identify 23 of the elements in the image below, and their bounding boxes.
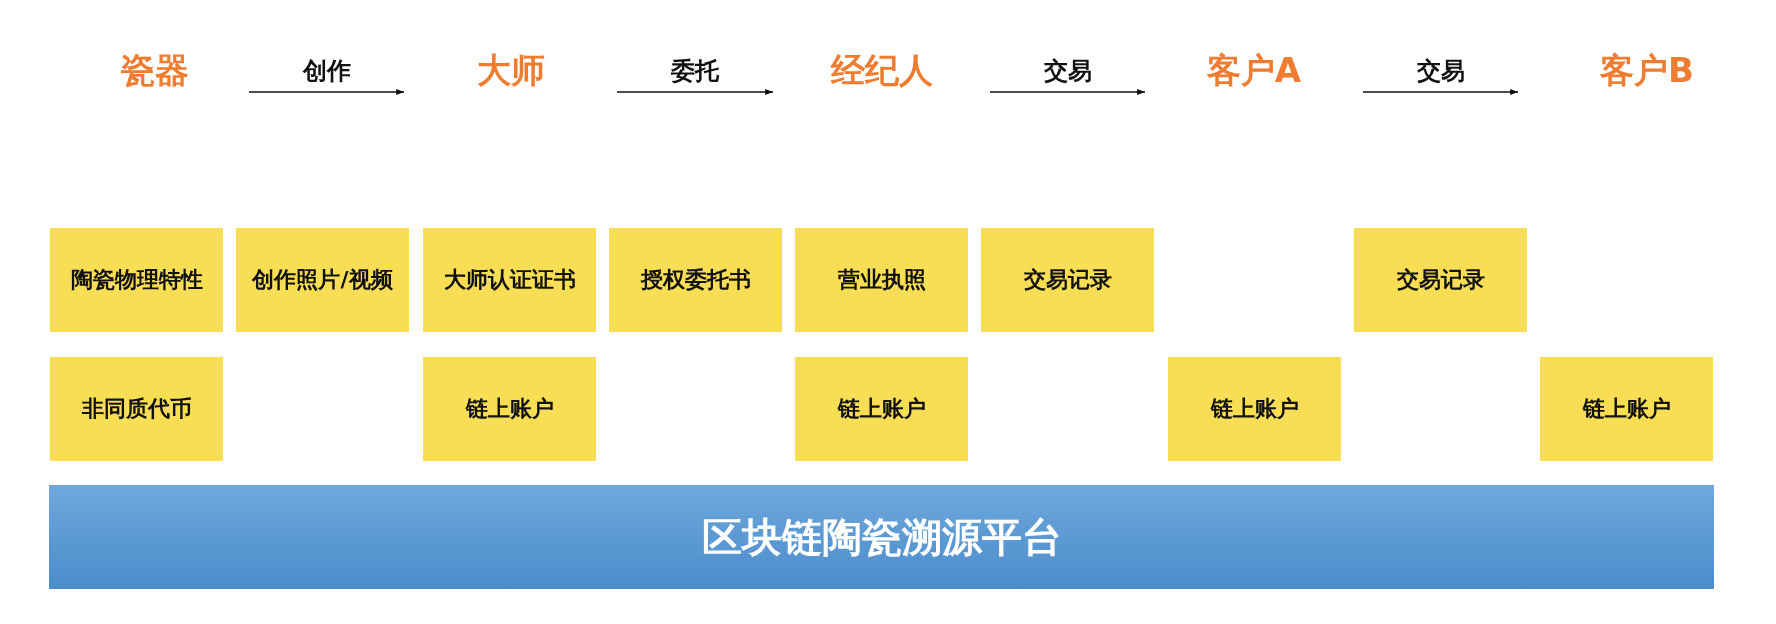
- info-card: 创作照片/视频: [236, 228, 409, 332]
- info-card: 链上账户: [795, 357, 968, 461]
- role-label: 客户A: [1145, 46, 1363, 96]
- role-label: 客户B: [1518, 46, 1776, 96]
- info-card: 非同质代币: [50, 357, 223, 461]
- info-card: 链上账户: [423, 357, 596, 461]
- arrow: [989, 88, 1146, 96]
- info-card: 链上账户: [1168, 357, 1341, 461]
- role-label: 经纪人: [773, 46, 990, 96]
- info-card: 营业执照: [795, 228, 968, 332]
- arrow: [1362, 88, 1519, 96]
- info-card: 授权委托书: [609, 228, 782, 332]
- info-card: 交易记录: [1354, 228, 1527, 332]
- arrow: [616, 88, 774, 96]
- arrow: [248, 88, 405, 96]
- info-card: 链上账户: [1540, 357, 1713, 461]
- info-card: 大师认证证书: [423, 228, 596, 332]
- role-label: 大师: [404, 46, 617, 96]
- edge-label: 委托: [668, 55, 722, 87]
- info-card: 陶瓷物理特性: [50, 228, 223, 332]
- role-label: 瓷器: [60, 46, 249, 96]
- info-card: 交易记录: [981, 228, 1154, 332]
- platform-bar: 区块链陶瓷溯源平台: [49, 485, 1714, 589]
